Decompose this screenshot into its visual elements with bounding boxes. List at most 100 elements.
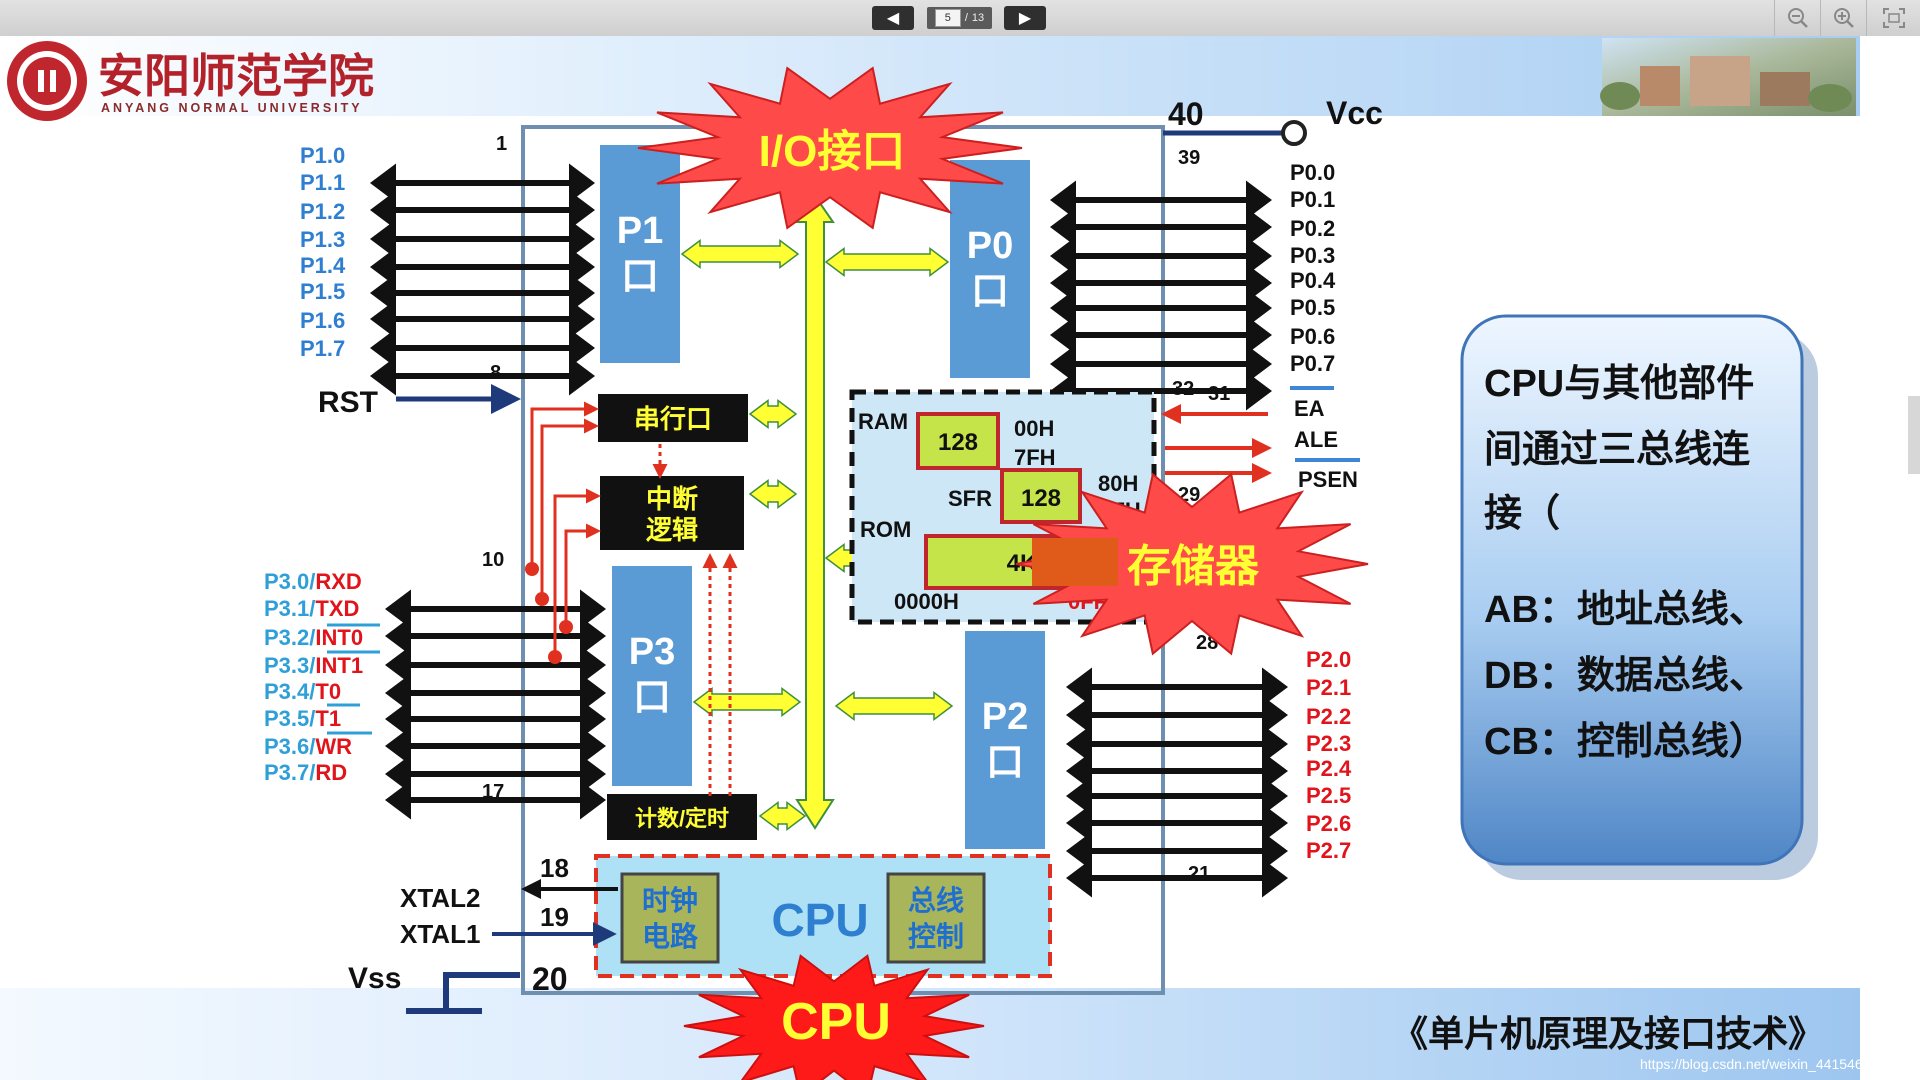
p0-pin-arrow [1050,315,1272,355]
bus-connection-arrow [758,801,807,831]
pin-number-31: 31 [1208,383,1230,405]
ram-label: RAM [858,409,908,434]
p3-pin-label: P3.4/T0 [264,679,341,704]
vcc-label: Vcc [1326,95,1383,131]
p1-pin-arrow [370,247,595,287]
pin-number-1: 1 [496,133,507,155]
svg-text:P2: P2 [982,696,1028,738]
p1-pin-labels: P1.0 P1.1 P1.2 P1.3 P1.4 P1.5 P1.6 P1.7 [300,143,346,361]
p1-pin-arrow [370,299,595,339]
next-page-button[interactable]: ▶ [1004,6,1046,30]
ea-label: EA [1294,396,1325,421]
p3-port-block: P3 口 [612,566,692,786]
bus-connection-arrow [824,247,950,277]
vcc-pin-number: 40 [1168,96,1204,132]
p2-pin-label: P2.3 [1306,731,1351,756]
svg-text:电路: 电路 [642,921,699,952]
p0-pin-label: P0.5 [1290,295,1335,320]
p3-pin-arrow [385,589,606,629]
p0-port-block: P0 口 [950,160,1030,378]
p0-pin-label: P0.7 [1290,351,1335,376]
p1-pin-arrow [370,328,595,368]
p2-pin-label: P2.5 [1306,783,1351,808]
p3-pin-label: P3.1/TXD [264,596,359,621]
svg-text:P0: P0 [967,225,1013,267]
p2-pin-label: P2.0 [1306,647,1351,672]
campus-photo [1600,38,1856,116]
serial-port-block: 串行口 [598,394,748,442]
svg-text:I/O接口: I/O接口 [759,127,906,176]
svg-text:存储器: 存储器 [1127,542,1260,591]
p1-pin-label: P1.7 [300,336,345,361]
info-line-2: 间通过三总线连 [1484,429,1750,471]
svg-text:串行口: 串行口 [634,404,712,434]
svg-text:口: 口 [986,742,1024,784]
p2-pin-arrows [1066,667,1288,898]
csdn-watermark: https://blog.csdn.net/weixin_44154650 [1640,1056,1878,1072]
three-bus-info-box: CPU与其他部件 间通过三总线连 接（ AB：地址总线、 DB：数据总线、 CB… [1460,314,1818,880]
p2-pin-arrow [1066,724,1288,764]
p2-pin-label: P2.6 [1306,811,1351,836]
svg-text:计数/定时: 计数/定时 [635,806,729,831]
prev-page-button[interactable]: ◀ [872,6,914,30]
p0-pin-label: P0.4 [1290,268,1336,293]
vss-label: Vss [348,962,401,995]
pin-number-32: 32 [1172,378,1194,400]
p0-pin-label: P0.2 [1290,216,1335,241]
pin-number-10: 10 [482,549,504,571]
pin-number-17: 17 [482,781,504,803]
svg-text:总线: 总线 [908,885,964,916]
svg-text:口: 口 [971,271,1009,313]
p2-pin-label: P2.4 [1306,756,1352,781]
memory-burst: 存储器 [1015,472,1369,656]
p3-pin-arrow [385,726,606,766]
page-indicator: / 13 [927,7,992,29]
university-name-en: ANYANG NORMAL UNIVERSITY [101,101,363,115]
page-number-input[interactable] [934,9,961,27]
ram-start-address: 00H [1014,416,1054,441]
svg-text:时钟: 时钟 [642,885,698,916]
active-low-overbars [327,623,380,735]
fullscreen-button[interactable] [1866,0,1920,36]
triangle-left-icon: ◀ [886,10,900,27]
sfr-block: 128 [1000,468,1082,524]
p3-pin-arrow [385,616,606,656]
p2-pin-arrow [1066,831,1288,871]
xtal1-label: XTAL1 [400,919,480,949]
university-name-cn: 安阳师范学院 [98,49,374,103]
p1-pin-label: P1.1 [300,170,345,195]
page-separator: / [964,12,968,24]
bus-control-block: 总线 控制 [886,872,986,964]
p2-pin-arrow [1066,751,1288,791]
p0-pin-arrow [1050,371,1272,411]
p0-pin-arrow [1050,207,1272,247]
p1-pin-arrow [370,190,595,230]
p0-pin-arrow [1050,288,1272,328]
bus-connection-arrow [680,239,800,269]
p3-pin-label: P3.5/T1 [264,706,341,731]
ground-symbol [406,972,520,1014]
pin-number-20: 20 [532,961,568,997]
ram-block: 128 [916,412,1000,470]
ale-label: ALE [1294,427,1338,452]
p0-pin-label: P0.0 [1290,160,1335,185]
svg-text:128: 128 [938,429,978,456]
p2-pin-arrow [1066,858,1288,898]
book-title: 《单片机原理及接口技术》 [1392,1013,1824,1054]
zoom-out-button[interactable] [1774,0,1821,36]
p2-pin-arrow [1066,695,1288,735]
p1-pin-arrow [370,273,595,313]
p2-pin-arrow [1066,776,1288,816]
p0-pin-arrow [1050,344,1272,384]
scrollbar-thumb[interactable] [1908,396,1920,474]
p1-pin-arrow [370,356,595,396]
p1-pin-label: P1.3 [300,227,345,252]
cpu-burst: CPU [683,954,985,1080]
zoom-in-button[interactable] [1820,0,1867,36]
sfr-start-address: 80H [1098,471,1138,496]
info-line-1: CPU与其他部件 [1484,363,1754,405]
ram-end-address: 7FH [1014,445,1056,470]
p2-pin-arrow [1066,667,1288,707]
viewer-toolbar: ◀ / 13 ▶ [0,0,1920,37]
p3-pin-label: P3.7/RD [264,760,347,785]
